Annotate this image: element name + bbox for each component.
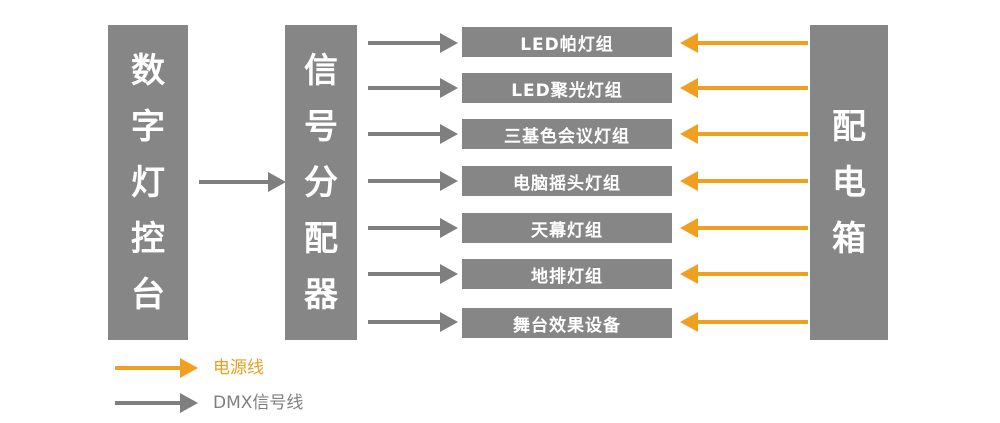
console-char: 台 — [131, 274, 165, 315]
device-box-cyclorama: 天幕灯组 — [462, 213, 672, 243]
device-box-stage-effects: 舞台效果设备 — [462, 308, 672, 338]
legend-dmx-arrow — [115, 393, 198, 413]
dmx-arrow-to-device — [368, 312, 458, 332]
device-label: 地排灯组 — [531, 266, 603, 287]
device-box-tricolor: 三基色会议灯组 — [462, 119, 672, 149]
signal-splitter-box: 信 号 分 配 器 — [285, 25, 357, 340]
power-box-char: 配 — [832, 106, 866, 147]
device-label: LED聚光灯组 — [511, 80, 623, 101]
device-label: 三基色会议灯组 — [504, 126, 630, 147]
power-arrow-to-device — [680, 33, 808, 53]
splitter-char: 配 — [304, 218, 338, 259]
dmx-arrow-to-device — [368, 78, 458, 98]
device-label: 电脑摇头灯组 — [513, 173, 621, 194]
power-arrow-to-device — [680, 171, 808, 191]
power-arrow-to-device — [680, 264, 808, 284]
device-box-led-par: LED帕灯组 — [462, 27, 672, 57]
device-box-footlight: 地排灯组 — [462, 259, 672, 289]
splitter-char: 号 — [304, 106, 338, 147]
device-box-led-spot: LED聚光灯组 — [462, 73, 672, 103]
power-distribution-box: 配 电 箱 — [810, 25, 888, 340]
device-box-moving-head: 电脑摇头灯组 — [462, 166, 672, 196]
console-char: 控 — [131, 218, 165, 259]
dmx-arrow-to-device — [368, 124, 458, 144]
power-arrow-to-device — [680, 312, 808, 332]
device-label: LED帕灯组 — [520, 34, 614, 55]
dmx-arrow-to-device — [368, 264, 458, 284]
splitter-char: 分 — [304, 162, 338, 203]
console-char: 数 — [131, 50, 165, 91]
power-box-char: 电 — [832, 162, 866, 203]
device-label: 舞台效果设备 — [513, 315, 621, 336]
dmx-arrow-to-device — [368, 218, 458, 238]
dmx-arrow-to-device — [368, 171, 458, 191]
console-char: 字 — [131, 106, 165, 147]
power-box-char: 箱 — [832, 218, 866, 259]
dmx-arrow-console-to-splitter — [199, 172, 286, 192]
power-arrow-to-device — [680, 218, 808, 238]
device-label: 天幕灯组 — [531, 220, 603, 241]
legend-power-label: 电源线 — [213, 358, 264, 378]
console-char: 灯 — [131, 162, 165, 203]
power-arrow-to-device — [680, 78, 808, 98]
legend-dmx-label: DMX信号线 — [213, 393, 304, 413]
console-box: 数 字 灯 控 台 — [108, 25, 188, 340]
legend-power-arrow — [115, 358, 198, 378]
splitter-char: 器 — [304, 274, 338, 315]
dmx-arrow-to-device — [368, 33, 458, 53]
power-arrow-to-device — [680, 124, 808, 144]
splitter-char: 信 — [304, 50, 338, 91]
